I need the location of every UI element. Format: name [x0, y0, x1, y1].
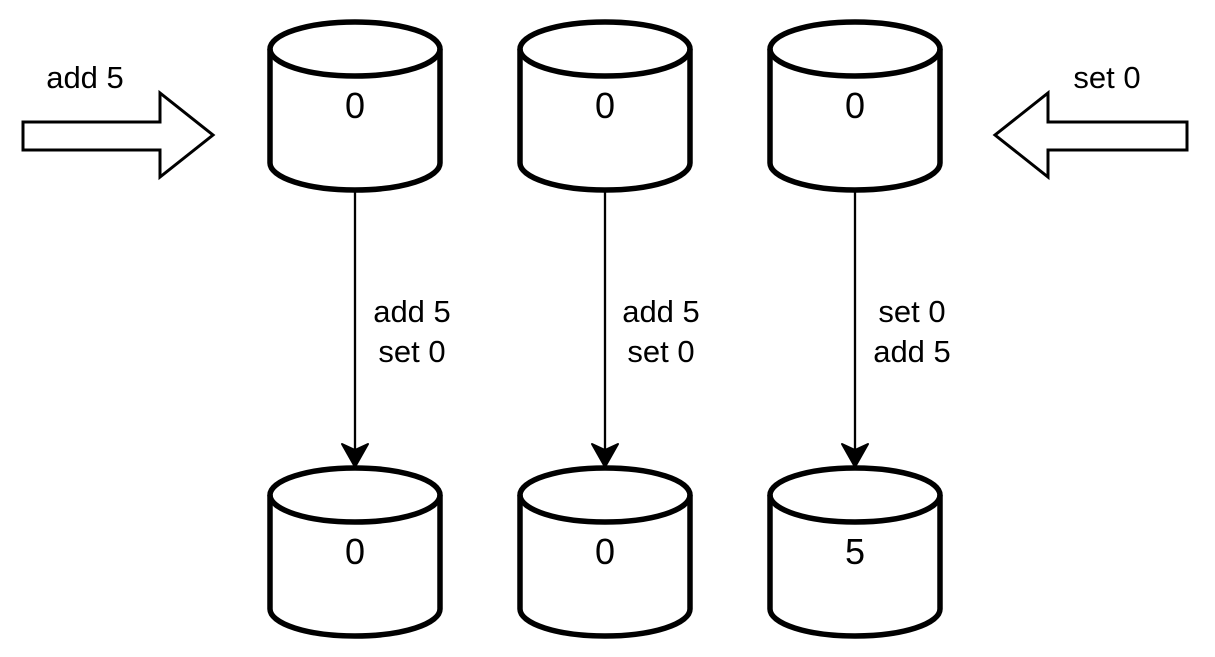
replica-2-top-database-icon: 0 [517, 19, 693, 193]
left-block-arrow-icon [992, 89, 1189, 181]
down-arrowhead-icon [841, 443, 869, 468]
replica-3-final-value: 5 [845, 531, 865, 572]
replica-3-initial-value: 0 [845, 85, 865, 126]
replica-1-top-database-icon: 0 [267, 19, 443, 193]
replica-2-final-value: 0 [595, 531, 615, 572]
replica-1-initial-value: 0 [345, 85, 365, 126]
down-arrowhead-icon [341, 443, 369, 468]
replica-1-ops-arrow: add 5 set 0 [341, 190, 451, 468]
incoming-op-right: set 0 [992, 60, 1189, 181]
down-arrowhead-icon [591, 443, 619, 468]
replica-3-op-2: add 5 [873, 334, 951, 369]
replica-1-op-1: add 5 [373, 294, 451, 329]
replica-1-final-value: 0 [345, 531, 365, 572]
replica-2-op-1: add 5 [622, 294, 700, 329]
replica-3-ops-arrow: set 0 add 5 [841, 190, 951, 468]
replica-1-bottom-database-icon: 0 [267, 465, 443, 639]
incoming-op-right-label: set 0 [1073, 60, 1140, 95]
incoming-op-left: add 5 [21, 60, 216, 181]
replica-3-op-1: set 0 [878, 294, 945, 329]
replica-2-initial-value: 0 [595, 85, 615, 126]
right-block-arrow-icon [21, 89, 216, 181]
replica-2-op-2: set 0 [627, 334, 694, 369]
replica-2-ops-arrow: add 5 set 0 [591, 190, 700, 468]
replica-3-bottom-database-icon: 5 [767, 465, 943, 639]
replica-1-op-2: set 0 [378, 334, 445, 369]
incoming-op-left-label: add 5 [46, 60, 124, 95]
replica-2-bottom-database-icon: 0 [517, 465, 693, 639]
replica-3-top-database-icon: 0 [767, 19, 943, 193]
